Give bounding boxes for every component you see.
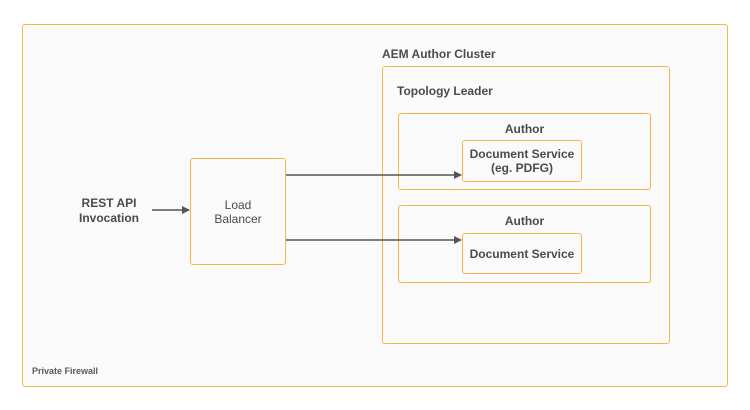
rest-api-line2: Invocation [78,211,139,225]
author-2-title: Author [504,214,545,228]
document-service-1-box: Document Service (eg. PDFG) [462,140,582,182]
rest-api-line1: REST API [81,196,137,210]
document-service-2-label: Document Service [469,246,575,261]
topology-leader-title: Topology Leader [397,84,493,98]
load-balancer-label-line1: Load [224,197,252,212]
author-1-title: Author [504,122,545,136]
aem-author-cluster-title: AEM Author Cluster [382,47,496,61]
load-balancer-label-line2: Balancer [214,211,262,226]
private-firewall-label: Private Firewall [32,366,99,376]
rest-api-invocation-label: REST API Invocation [70,196,148,226]
document-service-1-text: Document Service (eg. PDFG) [463,141,581,181]
document-service-1-label: Document Service [469,147,575,161]
document-service-2-box: Document Service [462,233,582,274]
document-service-2-text: Document Service [463,234,581,273]
load-balancer-box: Load Balancer [190,158,286,265]
document-service-1-sublabel: (eg. PDFG) [491,161,553,175]
load-balancer-text: Load Balancer [191,159,285,264]
